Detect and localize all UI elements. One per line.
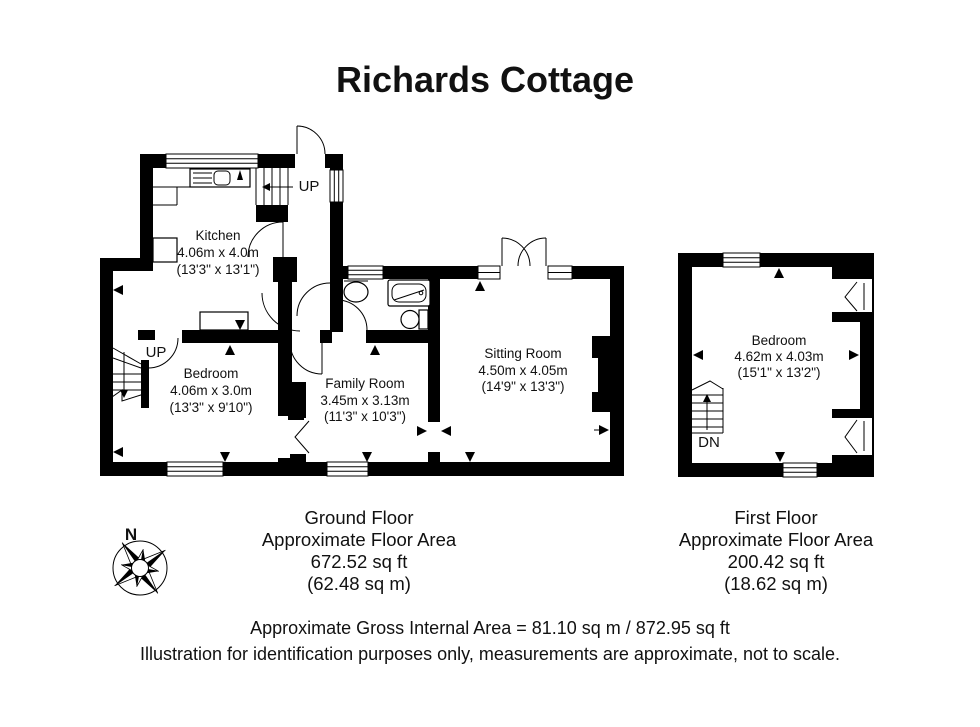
- family-room-name: Family Room: [325, 376, 405, 391]
- bedroom-gf-name: Bedroom: [184, 366, 239, 381]
- kitchen-name: Kitchen: [195, 228, 240, 243]
- cupboard-door-icon: [294, 420, 310, 454]
- kitchen-imperial: (13'3" x 13'1"): [176, 262, 259, 277]
- kitchen-door-icon: [247, 221, 331, 317]
- sitting-room-imperial: (14'9" x 13'3"): [481, 379, 564, 394]
- family-room-label: Family Room 3.45m x 3.13m (11'3" x 10'3"…: [320, 376, 409, 424]
- first-floor-plan: DN Bedroom 4.62m x 4.03m (15'1" x 13'2"): [678, 252, 874, 478]
- sitting-room-metric: 4.50m x 4.05m: [478, 363, 567, 378]
- bathroom-sink-icon: [343, 280, 369, 303]
- bathroom-window-icon: [347, 265, 384, 280]
- bedroom-stairs-icon: [111, 347, 145, 402]
- bedroom-ff-window-bottom-icon: [782, 462, 818, 478]
- sitting-room-window-right-icon: [547, 265, 573, 280]
- bedroom-ff-label: Bedroom 4.62m x 4.03m (15'1" x 13'2"): [734, 333, 823, 380]
- family-room-imperial: (11'3" x 10'3"): [324, 409, 406, 424]
- ground-floor-area-label: Approximate Floor Area: [262, 529, 457, 550]
- family-room-window-icon: [326, 461, 369, 477]
- bedroom-ff-name: Bedroom: [752, 333, 807, 348]
- first-floor-stairs-down-label: DN: [698, 434, 720, 451]
- bedroom-ff-metric: 4.62m x 4.03m: [734, 349, 823, 364]
- sitting-room-label: Sitting Room 4.50m x 4.05m (14'9" x 13'3…: [478, 346, 567, 394]
- ground-floor-doors: [147, 125, 547, 454]
- first-floor-area-label: Approximate Floor Area: [679, 529, 874, 550]
- bathroom-door-icon: [336, 299, 368, 331]
- footer: Approximate Gross Internal Area = 81.10 …: [140, 618, 840, 664]
- ground-floor-area-m: (62.48 sq m): [307, 573, 411, 594]
- wardrobe-icon: [199, 311, 249, 331]
- ground-floor-plan: UP UP: [100, 125, 624, 477]
- hall-door-icon: [261, 292, 301, 332]
- first-floor-stairs-icon: [691, 380, 724, 434]
- hall-window-icon: [329, 169, 344, 203]
- bedroom-stairs-up-label: UP: [146, 344, 167, 361]
- dormer-window-lower-icon: [844, 419, 865, 454]
- gross-area-text: Approximate Gross Internal Area = 81.10 …: [250, 618, 730, 638]
- first-floor-area-ft: 200.42 sq ft: [728, 551, 825, 572]
- page-title: Richards Cottage: [336, 59, 634, 100]
- family-room-door-icon: [289, 341, 323, 375]
- bedroom-ff-window-top-icon: [722, 252, 761, 268]
- first-floor-title: First Floor: [734, 507, 817, 528]
- entrance-stairs-icon: [255, 168, 293, 205]
- first-floor-windows: [722, 252, 818, 478]
- ground-floor-walls: [100, 154, 624, 476]
- sitting-room-name: Sitting Room: [484, 346, 561, 361]
- ground-floor-area-ft: 672.52 sq ft: [311, 551, 408, 572]
- family-room-metric: 3.45m x 3.13m: [320, 393, 409, 408]
- bedroom-window-icon: [166, 461, 224, 477]
- ground-floor-summary: Ground Floor Approximate Floor Area 672.…: [262, 507, 457, 594]
- first-floor-arrows: [693, 268, 859, 462]
- disclaimer-text: Illustration for identification purposes…: [140, 644, 840, 664]
- sitting-room-window-left-icon: [477, 265, 501, 280]
- bedroom-gf-label: Bedroom 4.06m x 3.0m (13'3" x 9'10"): [169, 366, 252, 415]
- entrance-door-icon: [296, 125, 326, 155]
- bedroom-door-icon: [147, 337, 179, 369]
- kitchen-label: Kitchen 4.06m x 4.0m (13'3" x 13'1"): [176, 228, 259, 277]
- first-floor-area-m: (18.62 sq m): [724, 573, 828, 594]
- compass-north-label: N: [125, 525, 137, 544]
- entrance-stairs-up-label: UP: [299, 178, 320, 195]
- toilet-icon: [400, 309, 429, 330]
- first-floor-summary: First Floor Approximate Floor Area 200.4…: [679, 507, 874, 594]
- kitchen-window-icon: [165, 153, 259, 169]
- bathtub-icon: [387, 279, 431, 307]
- dormer-window-upper-icon: [844, 281, 865, 312]
- bedroom-gf-metric: 4.06m x 3.0m: [170, 383, 252, 398]
- kitchen-counter-icon: [152, 168, 251, 263]
- compass-icon: [112, 540, 168, 596]
- bedroom-gf-imperial: (13'3" x 9'10"): [169, 400, 252, 415]
- ground-floor-arrows: [113, 281, 609, 462]
- ground-floor-windows: [165, 153, 573, 477]
- kitchen-metric: 4.06m x 4.0m: [177, 245, 259, 260]
- french-doors-icon: [501, 237, 547, 267]
- bedroom-ff-imperial: (15'1" x 13'2"): [737, 365, 820, 380]
- ground-floor-title: Ground Floor: [305, 507, 414, 528]
